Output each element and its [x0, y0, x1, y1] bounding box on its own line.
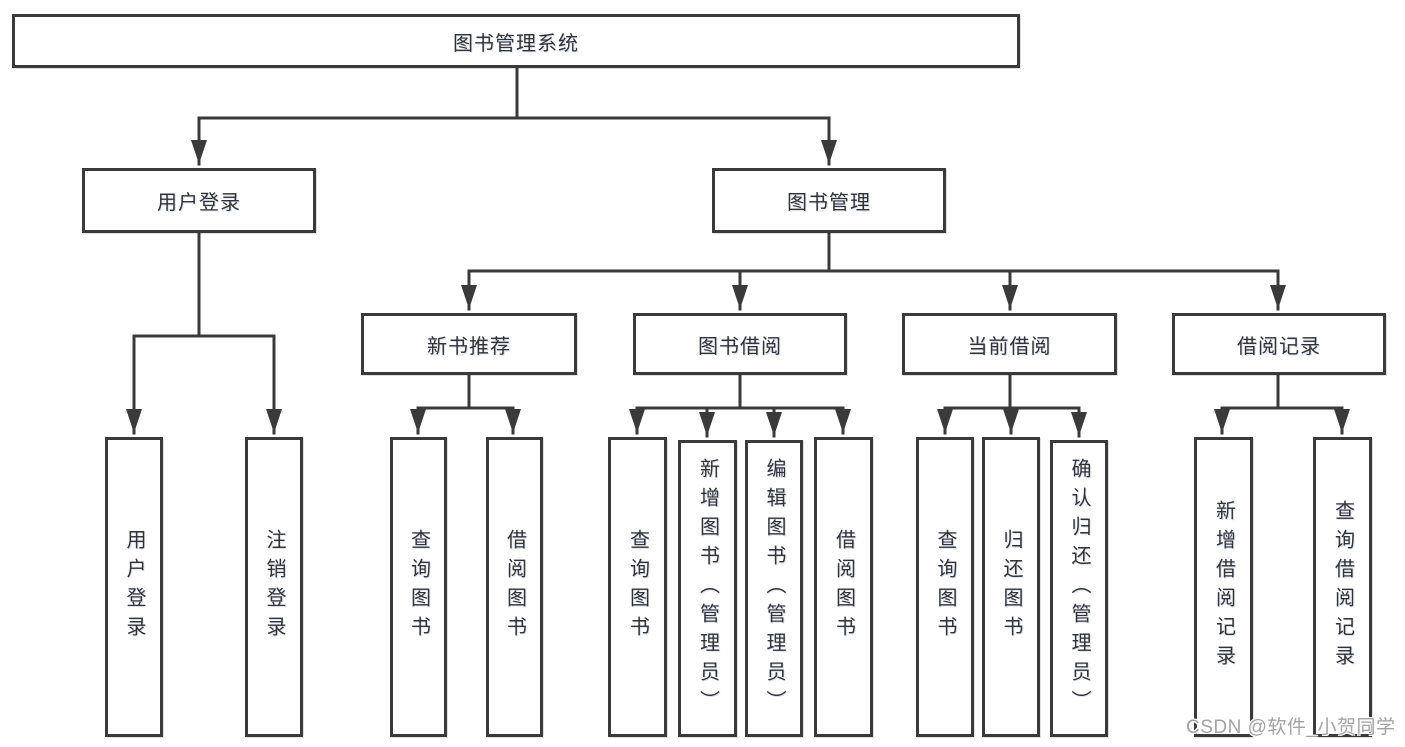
leaf-borrow-add-books: 新增图书（管理员） — [678, 440, 737, 737]
wires-user-login-children — [126, 231, 282, 435]
wires-book-borrow-children — [629, 373, 851, 438]
leaf-current-return-books: 归还图书 — [982, 437, 1040, 737]
leaf-new-query-books: 查询图书 — [390, 437, 447, 737]
leaf-borrow-borrow-books: 借阅图书 — [814, 437, 873, 737]
leaf-records-query-record: 查询借阅记录 — [1313, 437, 1372, 737]
leaf-current-confirm-return: 确认归还（管理员） — [1050, 440, 1108, 737]
node-new-book-recommend: 新书推荐 — [361, 313, 577, 375]
node-book-management: 图书管理 — [712, 168, 946, 233]
watermark: CSDN @软件_小贺同学 — [1186, 717, 1396, 738]
node-user-login: 用户登录 — [82, 168, 316, 233]
node-borrow-records: 借阅记录 — [1172, 313, 1386, 375]
wires-borrow-records-children — [1214, 373, 1350, 435]
leaf-logout: 注销登录 — [245, 437, 303, 737]
leaf-records-add-record: 新增借阅记录 — [1194, 437, 1253, 737]
wires-current-borrow-children — [937, 373, 1087, 438]
leaf-new-borrow-books: 借阅图书 — [486, 437, 543, 737]
wires-book-management-to-level3 — [461, 231, 1286, 311]
node-book-borrow: 图书借阅 — [633, 313, 847, 375]
node-root: 图书管理系统 — [12, 14, 1020, 68]
leaf-user-login: 用户登录 — [105, 437, 163, 737]
leaf-borrow-query-books: 查询图书 — [608, 437, 667, 737]
wires-root-to-level2 — [191, 66, 837, 166]
node-current-borrow: 当前借阅 — [902, 313, 1117, 375]
wires-new-book-recommend-children — [410, 373, 521, 435]
leaf-current-query-books: 查询图书 — [916, 437, 974, 737]
leaf-borrow-edit-books: 编辑图书（管理员） — [745, 440, 803, 737]
